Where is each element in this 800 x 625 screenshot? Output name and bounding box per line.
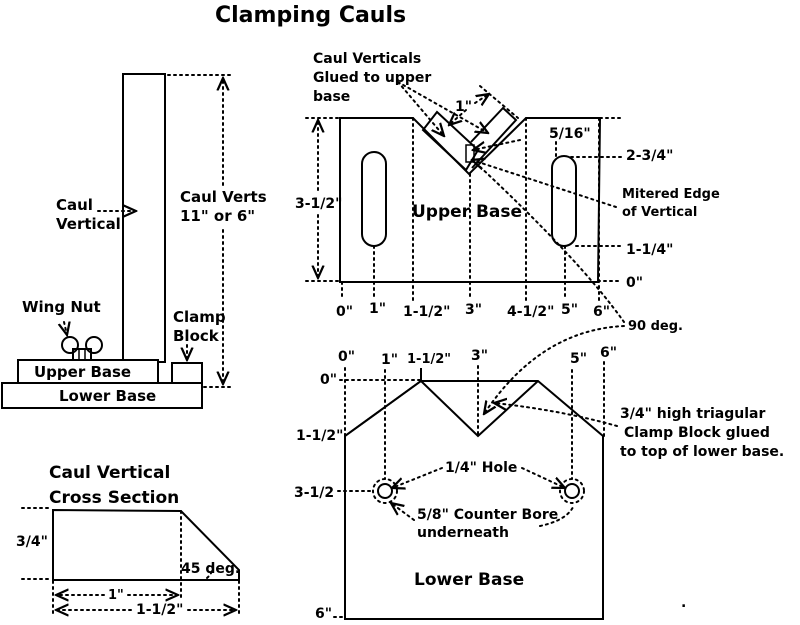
counter-bore-pointer-right [539,504,575,527]
cross-angle-arc [206,562,214,579]
upper-bottom-tick-4: 4-1/2" [507,304,554,320]
clamp-block-note: 3/4" high triagular Clamp Block glued to… [620,406,784,460]
mitered-edge-note: Mitered Edge of Vertical [622,187,724,220]
hole-pointer-right [521,467,565,488]
upper-dim-2-3-4: 2-3/4" [626,148,673,164]
cross-dim-1in: 1" [108,588,124,603]
lower-left-tick-0: 0" [320,372,337,388]
upper-dim-3-1-2: 3-1/2" [295,196,342,212]
caul-vertical-right-piece [470,106,518,169]
lower-top-tick-4: 5" [570,351,587,367]
upper-base-view: Upper Base Caul Verticals Glued to upper… [295,51,724,414]
upper-base-slot-right [551,155,577,247]
upper-dim-1-1-4: 1-1/4" [626,242,673,258]
wing-nut-label: Wing Nut [22,298,101,316]
upper-bottom-tick-2: 1-1/2" [403,304,450,320]
caul-verts-label: Caul Verts 11" or 6" [180,188,272,225]
cross-angle-label: 45 deg. [181,561,240,577]
lower-hole-right [564,483,580,499]
side-upper-base-label: Upper Base [34,363,131,381]
lower-counterbore-left [372,478,398,504]
clamp-block-triangle [344,379,539,438]
cross-section-view: Caul Vertical Cross Section 3/4" 45 deg.… [16,463,240,618]
upper-dim-1in-ext [479,85,519,119]
clamp-block-label: Clamp Block [173,308,231,345]
cross-dim-1-1-2: 1-1/2" [136,602,183,618]
mitered-edge-pointer [472,160,617,208]
clamp-block-shape [171,362,203,384]
lower-top-tick-2: 1-1/2" [407,352,451,367]
upper-bottom-tick-0: 0" [336,304,353,320]
upper-bottom-tick-3: 3" [465,302,482,318]
upper-dim-1in: 1" [455,99,472,115]
upper-dim-5-16: 5/16" [549,126,591,142]
upper-dim-1in-arrow-a [449,109,467,125]
cross-section-shape [52,508,240,581]
lower-top-tick-5: 6" [600,345,617,361]
side-lower-base-label: Lower Base [59,387,156,405]
angle-90-pointer-lower [484,325,625,414]
upper-base-title: Upper Base [412,202,522,222]
upper-bottom-tick-1: 1" [369,301,386,317]
upper-dim-0-right: 0" [626,275,643,291]
hole-label: 1/4" Hole [445,460,517,476]
upper-dim-1in-arrow-b [474,94,489,103]
lower-left-tick-3: 6" [315,606,332,622]
clamp-block-note-pointer [494,403,618,427]
angle-90-label: 90 deg. [628,319,683,334]
caul-vertical-label: Caul Vertical [56,196,121,233]
hole-pointer-left [392,467,443,488]
lower-top-tick-1: 1" [381,352,398,368]
lower-counterbore-right [559,478,585,504]
cross-dim-3-4: 3/4" [16,534,48,550]
caul-verticals-note: Caul Verticals Glued to upper base [313,51,436,105]
stray-mark: . [681,595,686,611]
counter-bore-pointer-left [391,503,415,521]
lower-base-view: Lower Base 0" 1" 1-1/2" 3" 5" 6" 0" 1-1/… [294,345,784,622]
wing-nut-pointer [64,321,67,335]
lower-hole-left [377,483,393,499]
upper-base-slot-left [361,151,387,247]
lower-left-tick-1: 1-1/2" [296,428,343,444]
side-view: Upper Base Lower Base Caul Vertical Caul… [1,73,272,409]
lower-top-tick-3: 3" [471,348,488,364]
caul-note-pointer-1 [397,81,444,136]
angle-90-pointer-upper [476,163,625,323]
upper-bottom-tick-5: 5" [561,302,578,318]
upper-dim-2-3-4-pointer [473,139,521,150]
lower-top-tick-0: 0" [338,349,355,365]
caul-note-pointer-2 [397,81,488,133]
lower-base-title: Lower Base [414,570,524,590]
upper-bottom-tick-6: 6" [593,304,610,320]
cross-section-title: Caul Vertical Cross Section [49,463,179,508]
caul-vertical-shape [122,73,166,363]
counter-bore-note: 5/8" Counter Bore underneath [417,507,563,541]
lower-left-tick-2: 3-1/2 [294,485,334,501]
drawing-title: Clamping Cauls [215,3,406,28]
lower-base-shape [1,382,203,409]
wing-nut-icon [61,336,103,361]
upper-base-outline [339,117,602,283]
